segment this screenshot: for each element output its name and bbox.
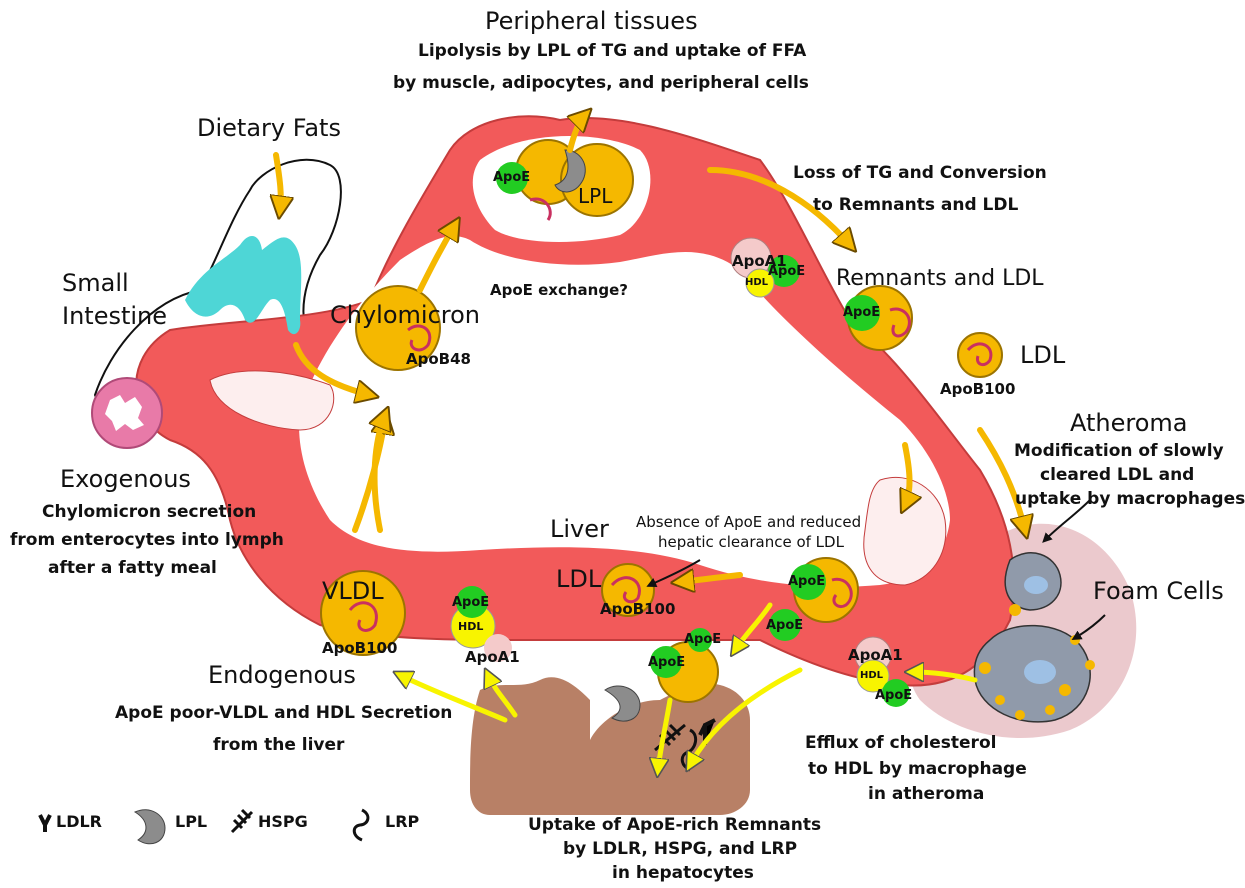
legend-ldlr: LDLR	[56, 812, 102, 831]
endogenous-desc-line1: ApoE poor-VLDL and HDL Secretion	[115, 704, 452, 724]
legend-label: LDLR	[56, 812, 102, 831]
lpl-on-liver	[605, 686, 640, 721]
apoe-label-remnant-1: ApoE	[788, 574, 825, 589]
dietary-fats-label: Dietary Fats	[197, 115, 341, 143]
chylomicron-label: Chylomicron	[330, 302, 480, 330]
atheroma-desc-line2: cleared LDL and	[1040, 466, 1194, 486]
vldl-label: VLDL	[322, 578, 384, 606]
absence-line2: hepatic clearance of LDL	[658, 534, 844, 551]
loss-tg-line1: Loss of TG and Conversion	[793, 164, 1047, 184]
loss-tg-line2: to Remnants and LDL	[813, 196, 1018, 216]
legend-label: HSPG	[258, 812, 308, 831]
small-intestine-line1: Small	[62, 270, 129, 298]
apoe-label-atheroma: ApoE	[875, 688, 912, 703]
apoe-label-top: ApoE	[493, 170, 530, 185]
apoe-label-free: ApoE	[766, 618, 803, 633]
efflux-line3: in atheroma	[868, 785, 984, 805]
peripheral-title: Peripheral tissues	[485, 8, 698, 36]
foam-nucleus-1	[1024, 576, 1048, 594]
uptake-line3: in hepatocytes	[612, 864, 754, 884]
legend-hspg-glyph	[232, 810, 252, 832]
efflux-line2: to HDL by macrophage	[808, 760, 1027, 780]
apob100-label-right: ApoB100	[940, 381, 1015, 398]
apoe-exchange-label: ApoE exchange?	[490, 282, 628, 299]
peripheral-desc-line2: by muscle, adipocytes, and peripheral ce…	[393, 74, 809, 94]
legend-label: LPL	[175, 812, 207, 831]
apob48-label: ApoB48	[406, 351, 471, 368]
apob100-label-vldl: ApoB100	[322, 640, 397, 657]
ldl-label-liver: LDL	[556, 566, 601, 594]
peripheral-desc-line1: Lipolysis by LPL of TG and uptake of FFA	[418, 42, 806, 62]
legend-lrp-glyph	[354, 810, 368, 840]
foam-nucleus-2	[1024, 660, 1056, 684]
exogenous-desc-line3: after a fatty meal	[48, 559, 217, 579]
hdl-label-liver: HDL	[458, 620, 483, 633]
legend-label: LRP	[385, 812, 419, 831]
apoe-label-remnant-2b: ApoE	[648, 655, 685, 670]
apoe-label-remnant-2a: ApoE	[684, 632, 721, 647]
hdl-label-atheroma: HDL	[860, 670, 883, 681]
exogenous-desc-line1: Chylomicron secretion	[42, 503, 256, 523]
legend-ldlr-glyph	[40, 815, 50, 832]
apoe-label-remnant: ApoE	[843, 305, 880, 320]
apoe-label-hdl-top: ApoE	[768, 264, 805, 279]
apoa1-label-liver: ApoA1	[465, 648, 520, 666]
legend-lpl-glyph	[135, 810, 165, 844]
apoa1-label-atheroma: ApoA1	[848, 646, 903, 664]
exogenous-desc-line2: from enterocytes into lymph	[10, 531, 284, 551]
apob100-label-liver: ApoB100	[600, 601, 675, 618]
hdl-label-top: HDL	[745, 277, 768, 288]
legend-lpl: LPL	[175, 812, 207, 831]
atheroma-desc-line3: uptake by macrophages	[1015, 490, 1245, 510]
atheroma-label: Atheroma	[1070, 410, 1188, 438]
ldl-label-right: LDL	[1020, 342, 1065, 370]
ldl-particle-right	[958, 333, 1002, 377]
foam-cells-label: Foam Cells	[1093, 578, 1224, 606]
uptake-line2: by LDLR, HSPG, and LRP	[563, 840, 797, 860]
liver-label: Liver	[550, 516, 609, 544]
legend-hspg: HSPG	[258, 812, 308, 831]
atheroma-desc-line1: Modification of slowly	[1014, 442, 1224, 462]
efflux-line1: Efflux of cholesterol	[805, 734, 996, 754]
exogenous-label: Exogenous	[60, 466, 191, 494]
absence-line1: Absence of ApoE and reduced	[636, 514, 861, 531]
endogenous-desc-line2: from the liver	[213, 736, 344, 756]
liver-tissue	[470, 677, 750, 815]
uptake-line1: Uptake of ApoE-rich Remnants	[528, 816, 821, 836]
remnants-ldl-label: Remnants and LDL	[836, 266, 1044, 291]
endogenous-label: Endogenous	[208, 662, 356, 690]
small-intestine-line2: Intestine	[62, 303, 167, 331]
lpl-label: LPL	[578, 185, 612, 208]
legend-lrp: LRP	[385, 812, 419, 831]
apoe-label-hdl-liver: ApoE	[452, 595, 489, 610]
